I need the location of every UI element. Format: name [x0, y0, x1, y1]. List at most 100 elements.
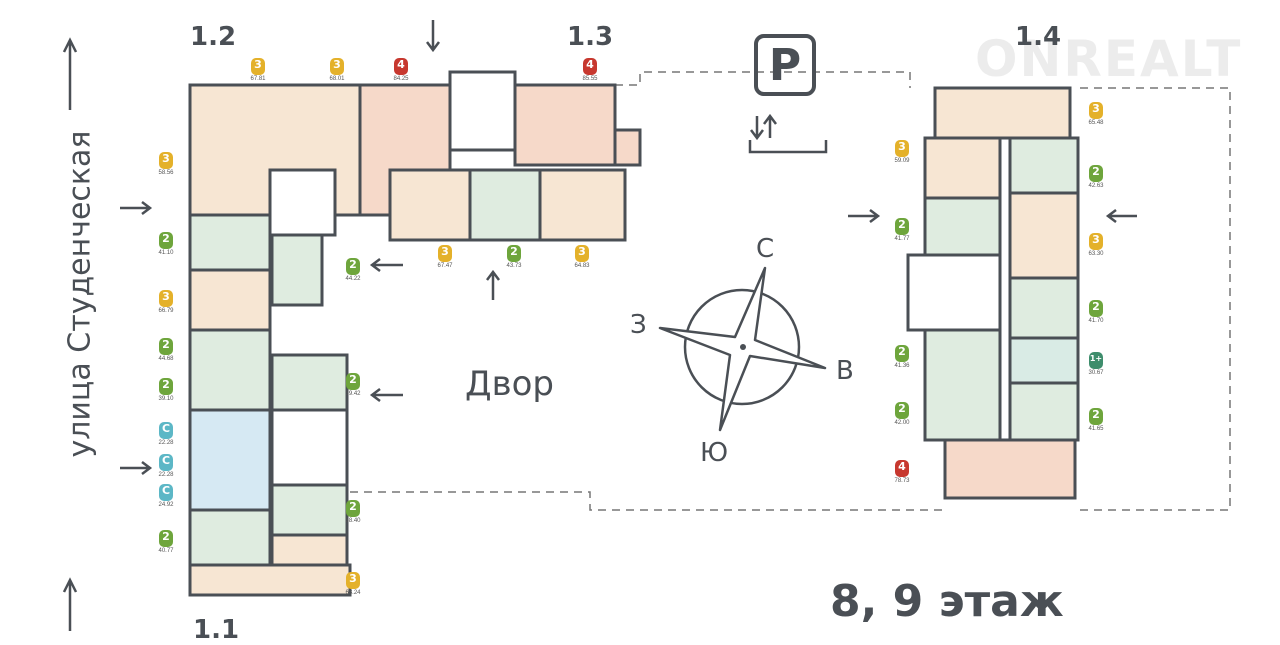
room-count: С — [159, 454, 173, 471]
room-count: 3 — [346, 572, 360, 589]
apartment-area: 78.73 — [894, 478, 910, 484]
apartment-area: 85.55 — [582, 76, 598, 82]
room-count: 2 — [159, 338, 173, 355]
apartment-area: 68.01 — [329, 76, 345, 82]
apartment-area: 41.77 — [894, 236, 910, 242]
room-count: 2 — [1089, 300, 1103, 317]
room-count: 2 — [507, 245, 521, 262]
entrance-arrows — [62, 20, 1137, 631]
parking-sign: P — [754, 34, 816, 96]
room-count: 2 — [895, 218, 909, 235]
apartment-area: 58.56 — [158, 170, 174, 176]
compass-south: Ю — [700, 438, 729, 468]
room-count: 3 — [1089, 102, 1103, 119]
apartment-area: 68.24 — [345, 590, 361, 596]
apartment-area: 59.09 — [894, 158, 910, 164]
room-count: 3 — [895, 140, 909, 157]
apartment-badge[interactable]: 1+30.67 — [1081, 352, 1111, 376]
room-count: 2 — [346, 258, 360, 275]
building-1-2 — [188, 83, 452, 597]
apartment-area: 41.70 — [1088, 318, 1104, 324]
building-1-4 — [906, 86, 1080, 500]
building-label-1-2: 1.2 — [190, 22, 237, 52]
apartment-area: 41.36 — [894, 363, 910, 369]
apartment-area: 30.67 — [1088, 370, 1104, 376]
apartment-area: 40.77 — [158, 548, 174, 554]
apartment-area: 65.48 — [1088, 120, 1104, 126]
room-count: 3 — [330, 58, 344, 75]
apartment-area: 22.28 — [158, 440, 174, 446]
apartment-area: 63.30 — [1088, 251, 1104, 257]
room-count: 2 — [159, 378, 173, 395]
apartment-area: 84.25 — [393, 76, 409, 82]
room-count: 4 — [895, 460, 909, 477]
building-label-1-1: 1.1 — [193, 615, 240, 645]
room-count: 2 — [1089, 165, 1103, 182]
apartment-area: 64.83 — [574, 263, 590, 269]
compass-rose — [658, 266, 827, 432]
building-label-1-4: 1.4 — [1015, 22, 1062, 52]
apartment-area: 42.63 — [1088, 183, 1104, 189]
apartment-area: 41.10 — [158, 250, 174, 256]
room-count: 3 — [575, 245, 589, 262]
apartment-area: 43.73 — [506, 263, 522, 269]
apartment-area: 24.92 — [158, 502, 174, 508]
compass-east: В — [836, 356, 854, 386]
floor-label: 8, 9 этаж — [830, 576, 1064, 627]
apartment-area: 44.68 — [158, 356, 174, 362]
apartment-area: 41.65 — [1088, 426, 1104, 432]
apartment-area: 67.81 — [250, 76, 266, 82]
compass-west: З — [630, 310, 647, 340]
room-count: 3 — [438, 245, 452, 262]
room-count: 2 — [159, 232, 173, 249]
apartment-area: 44.22 — [345, 276, 361, 282]
room-count: 4 — [583, 58, 597, 75]
room-count: 2 — [159, 530, 173, 547]
room-count: 3 — [159, 290, 173, 307]
apartment-area: 22.28 — [158, 472, 174, 478]
room-count: С — [159, 484, 173, 501]
room-count: 2 — [895, 345, 909, 362]
watermark: ONREALT — [975, 30, 1243, 88]
room-count: 3 — [251, 58, 265, 75]
courtyard-label: Двор — [465, 364, 554, 404]
floor-plan — [62, 20, 1231, 631]
room-count: 3 — [1089, 233, 1103, 250]
room-count: 1+ — [1089, 352, 1103, 369]
building-label-1-3: 1.3 — [567, 22, 614, 52]
room-count: С — [159, 422, 173, 439]
site-boundary — [350, 71, 1231, 511]
room-count: 2 — [346, 373, 360, 390]
room-count: 4 — [394, 58, 408, 75]
